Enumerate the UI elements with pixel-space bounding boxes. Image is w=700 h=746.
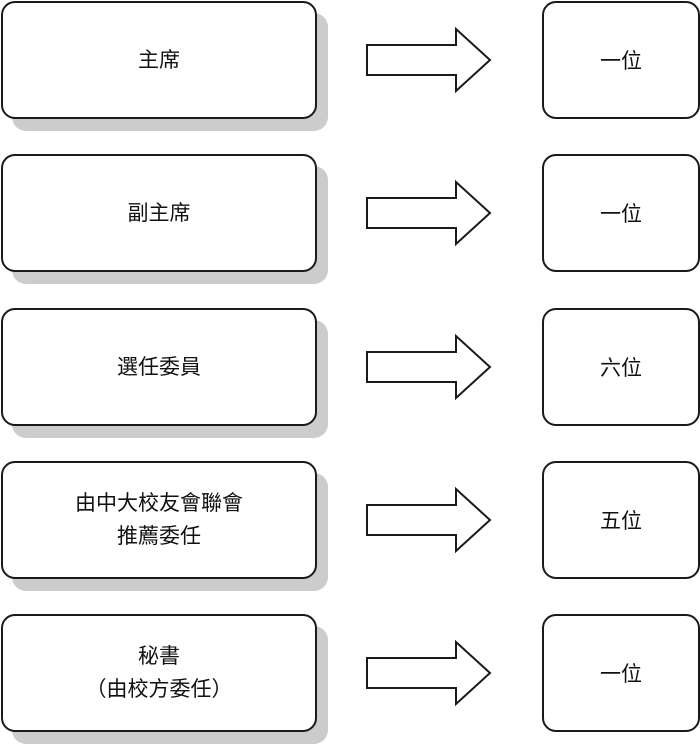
diagram-row-vice-chair: 副主席 一位 xyxy=(0,153,700,284)
role-box-vice-chair: 副主席 xyxy=(1,154,317,272)
role-box-elected-members: 選任委員 xyxy=(1,308,317,426)
role-label-line-1: 秘書 xyxy=(138,644,180,668)
right-arrow-icon xyxy=(366,486,492,554)
right-arrow-icon xyxy=(366,179,492,247)
diagram-row-alumni-nominees: 由中大校友會聯會 推薦委任 五位 xyxy=(0,460,700,591)
count-box-vice-chair: 一位 xyxy=(542,154,700,272)
count-label: 一位 xyxy=(600,49,642,73)
role-box-alumni-nominees: 由中大校友會聯會 推薦委任 xyxy=(1,461,317,579)
count-box-alumni-nominees: 五位 xyxy=(542,461,700,579)
diagram-row-secretary: 秘書 （由校方委任） 一位 xyxy=(0,613,700,744)
diagram-row-elected-members: 選任委員 六位 xyxy=(0,307,700,438)
count-label: 五位 xyxy=(600,509,642,533)
count-box-elected-members: 六位 xyxy=(542,308,700,426)
count-box-chair: 一位 xyxy=(542,1,700,119)
count-label: 一位 xyxy=(600,662,642,686)
count-box-secretary: 一位 xyxy=(542,614,700,732)
count-label: 一位 xyxy=(600,202,642,226)
role-label: 主席 xyxy=(138,47,180,72)
role-box-secretary: 秘書 （由校方委任） xyxy=(1,614,317,732)
right-arrow-icon xyxy=(366,333,492,401)
diagram-row-chair: 主席 一位 xyxy=(0,0,700,131)
role-label-line-1: 由中大校友會聯會 xyxy=(75,491,243,515)
count-label: 六位 xyxy=(600,356,642,380)
role-label-line-2: （由校方委任） xyxy=(85,677,233,701)
role-box-chair: 主席 xyxy=(1,1,317,119)
right-arrow-icon xyxy=(366,639,492,707)
role-label: 選任委員 xyxy=(117,354,201,379)
role-label-line-2: 推薦委任 xyxy=(117,524,201,548)
right-arrow-icon xyxy=(366,26,492,94)
role-label: 副主席 xyxy=(127,200,191,225)
